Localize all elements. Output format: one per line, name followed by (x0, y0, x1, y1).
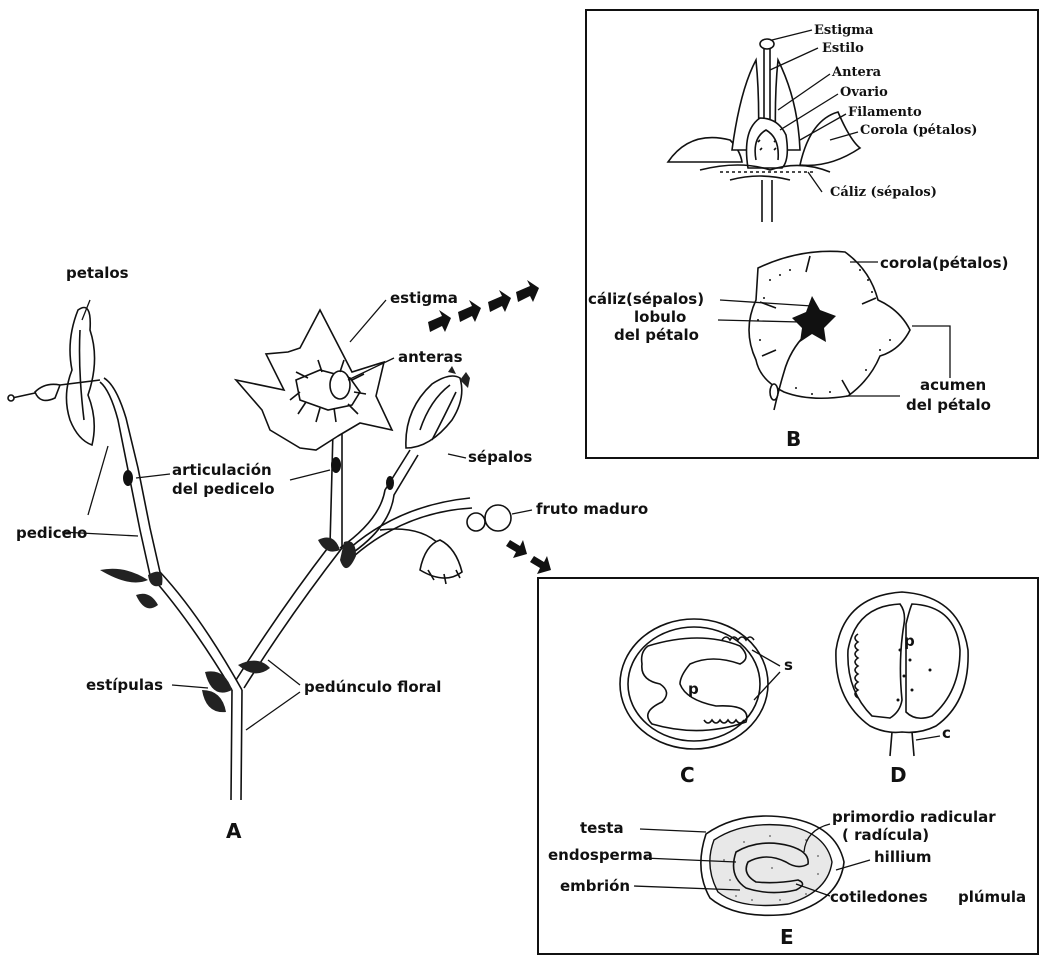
panel-e-seed-section (633, 815, 871, 917)
label-b-caliz-top: Cáliz (sépalos) (830, 185, 937, 200)
arrow-icon (428, 280, 551, 574)
label-e-testa: testa (580, 819, 624, 837)
label-b-del-petalo-2: del pétalo (906, 396, 991, 414)
label-b-del-petalo-1: del pétalo (614, 326, 699, 344)
label-e-embrion: embrión (560, 877, 630, 895)
label-d-c: c (942, 724, 951, 742)
panel-cde: p s C p c D (537, 577, 1039, 955)
label-b-corola-top: Corola (pétalos) (860, 123, 977, 138)
label-b-estigma: Estigma (814, 23, 874, 38)
label-del-pedicelo: del pedicelo (172, 480, 275, 498)
panel-a-branch: petalos pedicelo articulación del pedice… (7, 264, 648, 843)
label-b-ovario: Ovario (840, 85, 888, 100)
panel-c-letter: C (680, 763, 695, 787)
label-fruto-maduro: fruto maduro (536, 500, 648, 518)
label-estipulas: estípulas (86, 676, 163, 694)
label-b-estilo: Estilo (822, 41, 864, 56)
label-e-radicula: ( radícula) (842, 826, 929, 844)
label-e-hillium: hillium (874, 848, 932, 866)
label-e-cotiledones: cotiledones (830, 888, 928, 906)
label-articulacion: articulación (172, 461, 272, 479)
panel-b: Estigma Estilo Antera Ovario Filamento C… (585, 9, 1039, 459)
panel-e-letter: E (780, 925, 794, 949)
label-sepalos: sépalos (468, 448, 532, 466)
label-c-s: s (784, 656, 793, 674)
label-e-primordio: primordio radicular (832, 808, 996, 826)
label-c-p: p (688, 680, 699, 698)
panel-cde-frame (537, 577, 1039, 955)
label-pedicelo: pedicelo (16, 524, 87, 542)
label-e-plumula: plúmula (958, 888, 1026, 906)
panel-b-letter: B (786, 427, 801, 451)
label-b-acumen: acumen (920, 376, 986, 394)
label-pedunculo: pedúnculo floral (304, 678, 441, 696)
label-b-filamento: Filamento (848, 105, 922, 120)
panel-b-frame (585, 9, 1039, 459)
label-b-corola: corola(pétalos) (880, 254, 1008, 272)
label-e-endosperma: endosperma (548, 846, 653, 864)
label-d-p: p (904, 632, 915, 650)
label-b-antera: Antera (831, 65, 882, 80)
label-estigma: estigma (390, 289, 458, 307)
label-b-lobulo: lobulo (634, 308, 686, 326)
label-anteras: anteras (398, 348, 463, 366)
label-petalos: petalos (66, 264, 129, 282)
panel-d-letter: D (890, 763, 907, 787)
panel-a-letter: A (226, 819, 242, 843)
panel-c-fruit-cross-section (619, 618, 781, 750)
label-b-caliz: cáliz(sépalos) (588, 290, 704, 308)
panel-d-fruit-longitudinal-section (835, 591, 969, 757)
